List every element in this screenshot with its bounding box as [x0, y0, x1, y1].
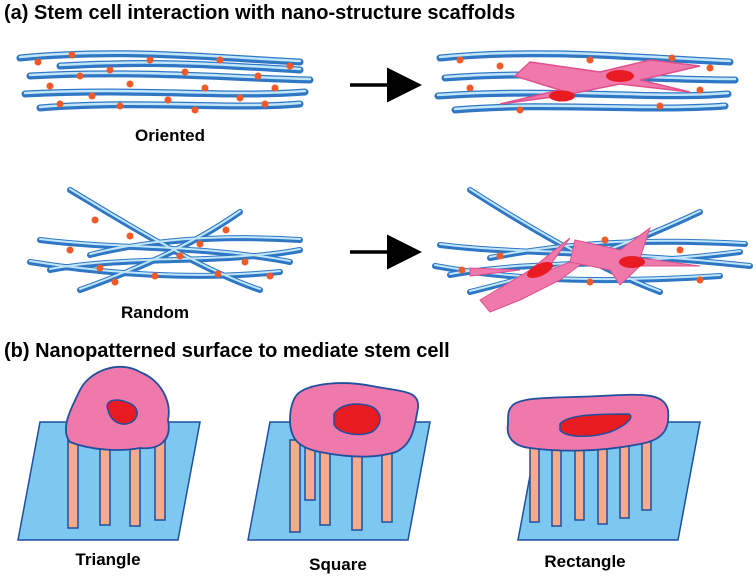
nucleus	[549, 90, 575, 102]
oriented-scaffold-before	[16, 50, 314, 114]
random-scaffold-after	[432, 187, 753, 313]
pillar	[154, 439, 166, 521]
nucleus	[559, 413, 632, 437]
pillar	[129, 439, 141, 527]
label-rectangle: Rectangle	[544, 552, 626, 571]
stem-cell	[499, 59, 701, 105]
nucleus	[333, 403, 381, 436]
label-square: Square	[309, 555, 367, 574]
pillar	[619, 439, 630, 519]
label-oriented: Oriented	[135, 126, 205, 145]
label-triangle: Triangle	[75, 550, 141, 569]
oriented-scaffold-after	[434, 50, 739, 114]
nanopattern-square	[247, 382, 431, 541]
panel-a-heading: (a) Stem cell interaction with nano-stru…	[4, 2, 516, 24]
pillar	[641, 439, 652, 511]
pillar	[574, 439, 585, 521]
pillar	[529, 439, 540, 523]
nucleus	[106, 399, 138, 425]
pillar	[551, 439, 562, 527]
nanopattern-triangle	[17, 365, 201, 541]
nucleus	[606, 70, 634, 82]
label-random: Random	[121, 303, 189, 322]
random-scaffold-before	[27, 187, 303, 293]
pillar	[597, 439, 608, 525]
pillar	[99, 439, 111, 526]
pillar	[67, 439, 79, 529]
nucleus	[619, 256, 645, 268]
nanopattern-rectangle	[506, 393, 701, 541]
panel-b-heading: (b) Nanopatterned surface to mediate ste…	[4, 340, 450, 362]
pillar	[289, 439, 301, 533]
nucleus	[527, 261, 553, 279]
